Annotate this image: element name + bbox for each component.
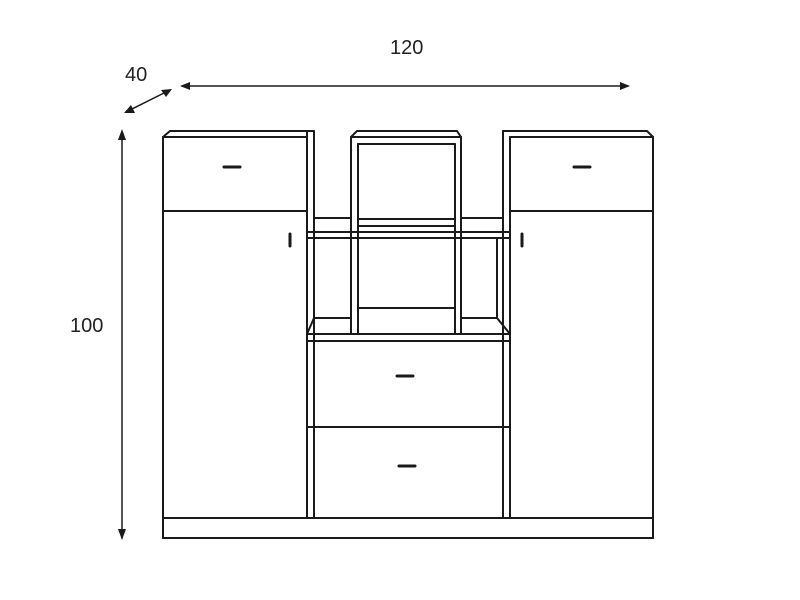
middle-recess bbox=[306, 217, 511, 335]
height-label: 100 bbox=[70, 315, 104, 337]
depth-label: 40 bbox=[125, 64, 148, 86]
width-dimension-line bbox=[180, 82, 630, 90]
middle-drawers bbox=[306, 333, 511, 519]
right-cabinet bbox=[502, 130, 654, 539]
height-dimension-line bbox=[118, 129, 126, 540]
depth-dimension-line bbox=[124, 89, 172, 113]
left-cabinet bbox=[162, 130, 315, 539]
width-label: 120 bbox=[390, 37, 424, 59]
plinth bbox=[162, 517, 654, 539]
